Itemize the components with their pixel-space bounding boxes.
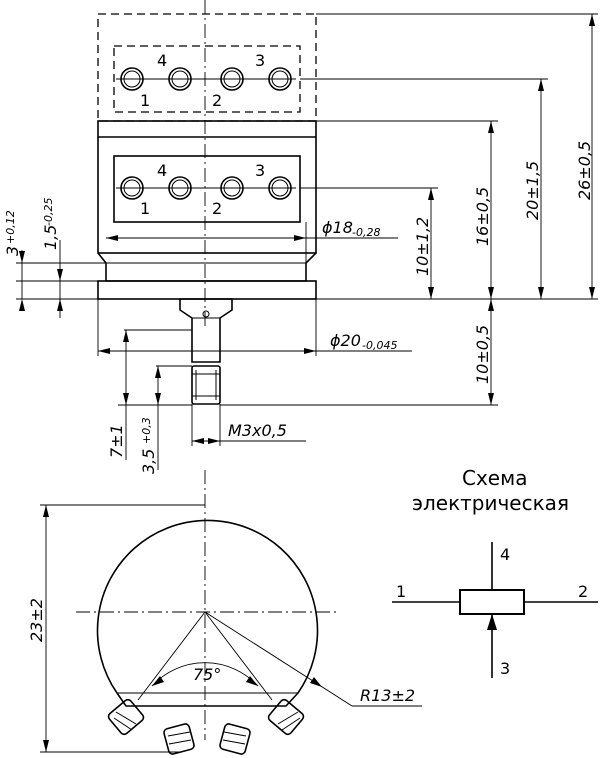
dim-10a: 10±1,2 (413, 217, 432, 276)
terminal-right-inner (219, 723, 251, 755)
dim-7: 7±1 (107, 424, 126, 458)
lower-pin-label-2: 2 (212, 199, 222, 218)
dim-3-5-tol: +0,3 (140, 417, 153, 444)
dim-phi18: ϕ18 (322, 218, 353, 237)
main-body (97, 120, 317, 254)
dim-angle: 75° (193, 665, 221, 684)
resistor-symbol (459, 589, 525, 615)
schematic-pin-4: 4 (500, 545, 510, 564)
terminal-left-outer (107, 698, 145, 736)
upper-pin-label-4: 4 (157, 51, 167, 70)
dim-radius: R13±2 (360, 686, 415, 705)
dim-phi18-tol: -0,28 (352, 226, 380, 239)
terminal-right-outer (267, 698, 305, 736)
schematic-title-line2: электрическая (412, 491, 569, 515)
dim-1-5: 1,5 (41, 225, 60, 250)
left-dimensions: 3 +0,12 1,5 -0,25 7±1 3,5 +0,3 M3x0,5 (3, 198, 306, 474)
body-neck (97, 252, 317, 282)
terminal-plate (113, 155, 301, 223)
upper-pins (116, 67, 296, 91)
dim-thread: M3x0,5 (228, 421, 287, 440)
upper-pin-label-2: 2 (212, 91, 222, 110)
dim-23: 23±2 (27, 598, 46, 642)
upper-pin-label-1: 1 (140, 91, 150, 110)
dim-3: 3 (3, 246, 22, 256)
schematic-pin-3: 3 (500, 659, 510, 678)
shaft-head (179, 298, 233, 363)
side-view: 4 3 1 2 4 3 1 2 (97, 0, 317, 405)
dim-10b: 10±0,5 (473, 325, 492, 384)
flange (97, 280, 317, 300)
lower-pin-label-1: 1 (140, 199, 150, 218)
lower-pin-label-3: 3 (255, 161, 265, 180)
schematic-pin-2: 2 (578, 582, 588, 601)
schematic-title-line1: Схема (462, 466, 527, 490)
schematic-pin-1: 1 (396, 582, 406, 601)
dim-phi20-tol: -0,045 (362, 339, 397, 352)
dim-16: 16±0,5 (473, 187, 492, 246)
dim-3-tol: +0,12 (4, 210, 17, 244)
front-view: 75° R13±2 23±2 (27, 470, 422, 755)
dim-20: 20±1,5 (523, 161, 542, 220)
dim-1-5-tol: -0,25 (42, 198, 55, 226)
lower-pins (116, 176, 296, 200)
housing-circle (96, 519, 319, 694)
shaft-thread (191, 365, 221, 405)
dim-26: 26±0,5 (575, 141, 594, 200)
diameter-dimensions: ϕ18 -0,28 ϕ20 -0,045 (97, 218, 412, 356)
right-dimensions: 26±0,5 20±1,5 16±0,5 10±1,2 10±0,5 (220, 13, 598, 406)
electrical-schematic: Схема электрическая 1 2 3 4 (392, 466, 598, 678)
dim-phi20: ϕ20 (330, 331, 361, 350)
terminal-left-inner (163, 723, 195, 755)
dashed-terminal-plate (113, 45, 301, 113)
dim-3-5: 3,5 (139, 449, 158, 474)
upper-pin-label-3: 3 (255, 51, 265, 70)
lower-pin-label-4: 4 (157, 161, 167, 180)
